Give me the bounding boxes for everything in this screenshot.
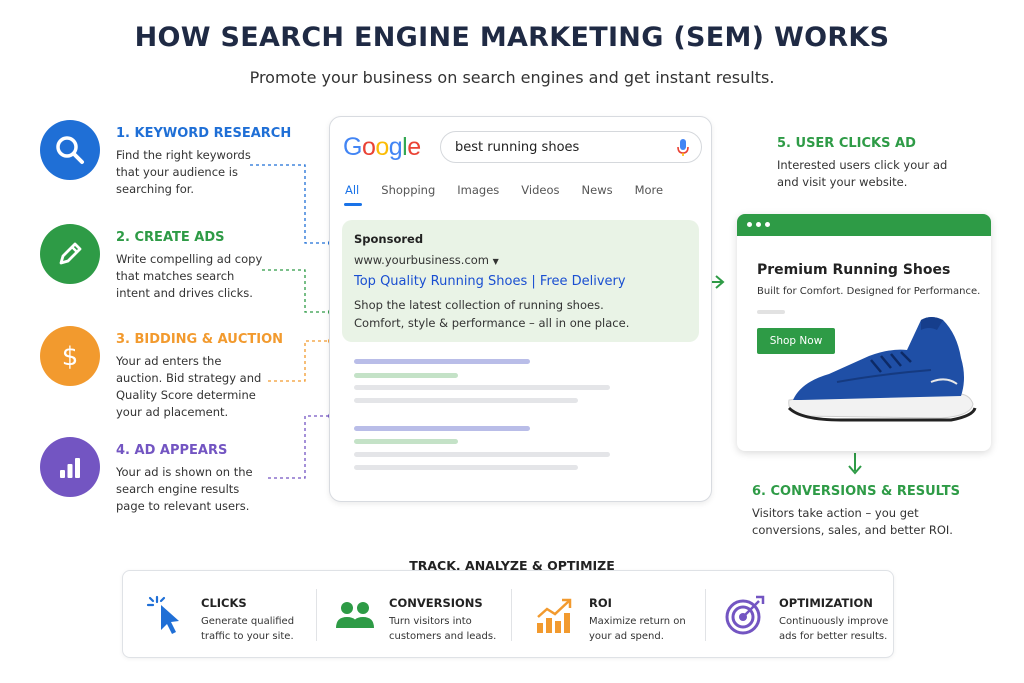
search-icon (40, 120, 100, 180)
users-icon (336, 602, 374, 628)
tab-shopping[interactable]: Shopping (381, 183, 436, 197)
sponsored-label: Sponsored (354, 232, 424, 246)
divider (705, 589, 706, 641)
decorative-line (757, 310, 785, 314)
active-tab-indicator (344, 203, 362, 206)
result-placeholder-line (354, 465, 578, 470)
track-section-title: TRACK, ANALYZE & OPTIMIZE (409, 558, 615, 573)
sponsored-ad[interactable]: Sponsored www.yourbusiness.com ▼ Top Qua… (342, 220, 699, 342)
metric-title: OPTIMIZATION (779, 596, 873, 610)
microphone-icon[interactable] (677, 139, 689, 161)
step-create-ads: 2. CREATE ADS Write compelling ad copy t… (40, 224, 310, 314)
cursor-click-icon (146, 595, 179, 634)
bar-chart-icon (40, 437, 100, 497)
growth-chart-icon (537, 598, 572, 633)
result-placeholder-title (354, 426, 530, 431)
step-ad-appears: 4. AD APPEARS Your ad is shown on the se… (40, 437, 310, 527)
step-title-conversions-results: 6. CONVERSIONS & RESULTS (752, 484, 960, 499)
page-title: HOW SEARCH ENGINE MARKETING (SEM) WORKS (134, 22, 890, 53)
metric-title: CLICKS (201, 596, 247, 610)
google-logo: Google (343, 133, 421, 161)
step-bidding-auction: $ 3. BIDDING & AUCTION Your ad enters th… (40, 326, 310, 419)
result-placeholder-url (354, 439, 458, 444)
step-description: Write compelling ad copy that matches se… (116, 252, 263, 300)
metric-description: Turn visitors into customers and leads. (389, 616, 497, 642)
step-description: Your ad enters the auction. Bid strategy… (116, 354, 262, 419)
search-query: best running shoes (455, 140, 580, 155)
tab-all[interactable]: All (345, 183, 360, 197)
ad-url: www.yourbusiness.com ▼ (354, 253, 499, 267)
step-description: Your ad is shown on the search engine re… (116, 465, 253, 513)
arrow-down-icon (848, 453, 862, 475)
search-tabs: All Shopping Images Videos News More (345, 183, 685, 197)
running-shoe-image (787, 317, 977, 422)
product-subtitle: Built for Comfort. Designed for Performa… (757, 286, 981, 297)
tab-videos[interactable]: Videos (521, 183, 560, 197)
step-description: Visitors take action – you get conversio… (752, 506, 953, 537)
caret-down-icon: ▼ (492, 257, 499, 266)
search-results-page: Google best running shoes All Shopping I… (329, 116, 712, 502)
metric-conversions: CONVERSIONS Turn visitors into customers… (333, 589, 503, 645)
landing-page-preview: Premium Running Shoes Built for Comfort.… (737, 214, 991, 451)
step-title-user-clicks-ad: 5. USER CLICKS AD (777, 136, 916, 151)
metric-description: Generate qualified traffic to your site. (201, 616, 295, 642)
window-dot (756, 222, 761, 227)
metric-title: ROI (589, 596, 612, 610)
page-subtitle: Promote your business on search engines … (249, 68, 775, 87)
step-title: 4. AD APPEARS (116, 443, 228, 458)
result-placeholder-line (354, 452, 610, 457)
pencil-icon (40, 224, 100, 284)
metric-roi: ROI Maximize return on your ad spend. (533, 589, 703, 645)
step-title: 1. KEYWORD RESEARCH (116, 126, 292, 141)
divider (316, 589, 317, 641)
dollar-icon: $ (40, 326, 100, 386)
tab-news[interactable]: News (581, 183, 613, 197)
shop-now-button[interactable]: Shop Now (757, 328, 835, 354)
metric-optimization: OPTIMIZATION Continuously improve ads fo… (723, 589, 893, 645)
metric-description: Continuously improve ads for better resu… (779, 616, 889, 642)
metric-clicks: CLICKS Generate qualified traffic to you… (145, 589, 315, 645)
metric-title: CONVERSIONS (389, 596, 483, 610)
result-placeholder-line (354, 385, 610, 390)
search-input[interactable]: best running shoes (440, 131, 702, 163)
ad-description-line: Comfort, style & performance – all in on… (354, 316, 630, 330)
metric-description: Maximize return on your ad spend. (589, 616, 686, 642)
tab-images[interactable]: Images (457, 183, 500, 197)
result-placeholder-title (354, 359, 530, 364)
window-dot (747, 222, 752, 227)
result-placeholder-url (354, 373, 458, 378)
target-icon (725, 595, 765, 635)
browser-bar (737, 214, 991, 236)
step-title: 2. CREATE ADS (116, 230, 225, 245)
ad-description-line: Shop the latest collection of running sh… (354, 298, 604, 312)
window-dot (765, 222, 770, 227)
step-keyword-research: 1. KEYWORD RESEARCH Find the right keywo… (40, 120, 310, 210)
divider (511, 589, 512, 641)
track-metrics-panel: CLICKS Generate qualified traffic to you… (122, 570, 894, 658)
step-description: Interested users click your ad and visit… (777, 158, 948, 189)
svg-text:$: $ (62, 342, 79, 372)
product-title: Premium Running Shoes (757, 262, 951, 278)
ad-headline-link[interactable]: Top Quality Running Shoes | Free Deliver… (354, 274, 626, 289)
step-title: 3. BIDDING & AUCTION (116, 332, 284, 347)
result-placeholder-line (354, 398, 578, 403)
tab-more[interactable]: More (634, 183, 664, 197)
step-description: Find the right keywords that your audien… (116, 148, 251, 196)
